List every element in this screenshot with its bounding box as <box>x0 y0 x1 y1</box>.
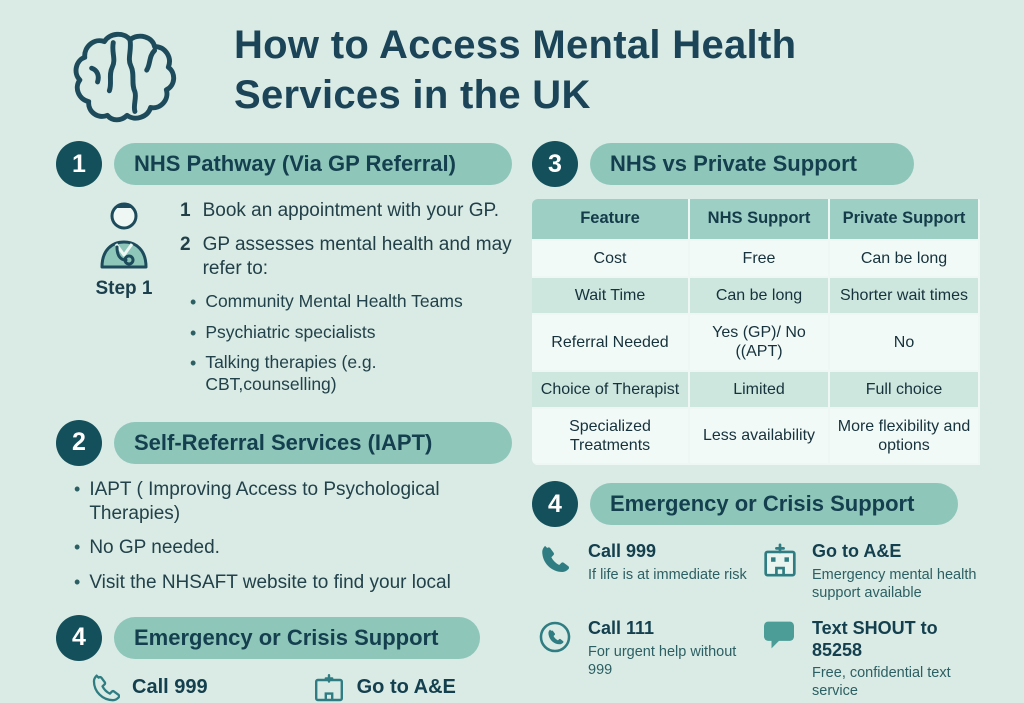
crisis-item-desc: Free, confidential text service <box>812 665 951 700</box>
crisis-item-label: Go to A&E <box>812 541 902 562</box>
table-cell: No <box>830 315 980 372</box>
table-cell: Yes (GP)/ No ((APT) <box>690 315 830 372</box>
list-item: Community Mental Health Teams <box>190 291 512 314</box>
table-cell: Can be long <box>830 240 980 278</box>
table-cell: Full choice <box>830 371 980 409</box>
doctor-icon <box>100 202 148 269</box>
hospital-icon <box>314 673 343 702</box>
crisis-item-desc: For urgent help without 999 <box>588 643 737 678</box>
table-cell: Wait Time <box>532 277 690 316</box>
section-number-badge: 3 <box>532 141 578 187</box>
section-title-pill: Emergency or Crisis Support <box>590 483 958 526</box>
emergency-item: Call 999 <box>90 673 208 703</box>
crisis-item-ae: Go to A&E Emergency mental health suppor… <box>762 541 984 602</box>
list-item: Visit the NHSAFT website to find your lo… <box>74 571 494 595</box>
table-header-cell: NHS Support <box>690 199 830 241</box>
section-title-pill: Self-Referral Services (IAPT) <box>114 421 512 464</box>
step-item: 2 GP assesses mental health and may refe… <box>180 233 512 282</box>
page-title-line1: How to Access Mental Health <box>234 23 797 67</box>
crisis-item-label: Call 111 <box>588 617 655 638</box>
step-number: 2 <box>180 233 191 255</box>
section-number-badge: 4 <box>532 481 578 528</box>
nhs-pathway-steps: 1 Book an appointment with your GP. 2 GP… <box>180 199 512 404</box>
crisis-item-text: Go to A&E Emergency mental health suppor… <box>812 541 984 602</box>
nhs-pathway-content: Step 1 1 Book an appointment with your G… <box>82 199 512 404</box>
section-emergency-left-header: 4 Emergency or Crisis Support <box>56 614 512 661</box>
table-header-cell: Private Support <box>830 199 980 241</box>
emergency-item-label: Call 999 <box>132 676 208 699</box>
step-label: Step 1 <box>95 278 153 299</box>
crisis-item-text: Call 111 For urgent help without 999 <box>588 618 756 700</box>
emergency-left-items: Call 999 Go to A&E <box>90 673 512 703</box>
phone-icon <box>92 674 120 702</box>
section-number-badge: 4 <box>56 614 102 661</box>
list-item: Talking therapies (e.g. CBT,counselling) <box>190 352 512 396</box>
table-cell: Shorter wait times <box>830 277 980 316</box>
content-columns: 1 NHS Pathway (Via GP Referral) Step 1 1 <box>0 133 1024 703</box>
page-title-line2: Services in the UK <box>234 73 591 117</box>
step-text: Book an appointment with your GP. <box>202 200 500 221</box>
hospital-icon <box>762 541 802 602</box>
table-cell: Can be long <box>690 277 830 316</box>
crisis-item-call-111: Call 111 For urgent help without 999 <box>538 618 756 700</box>
section-number-badge: 2 <box>56 419 102 466</box>
section-self-referral-header: 2 Self-Referral Services (IAPT) <box>56 419 512 466</box>
section-emergency-right-header: 4 Emergency or Crisis Support <box>532 481 984 528</box>
right-column: 3 NHS vs Private Support Feature NHS Sup… <box>532 141 984 703</box>
crisis-item-text: Text SHOUT to 85258 Free, confidential t… <box>812 618 984 700</box>
step-text: GP assesses mental health and may refer … <box>202 233 512 280</box>
section-title-pill: NHS vs Private Support <box>590 143 914 185</box>
left-column: 1 NHS Pathway (Via GP Referral) Step 1 1 <box>56 141 512 703</box>
brain-icon <box>70 20 188 133</box>
table-cell: Free <box>690 240 830 278</box>
step-number: 1 <box>180 200 191 221</box>
header: How to Access Mental Health Services in … <box>0 0 1024 133</box>
section-comparison-header: 3 NHS vs Private Support <box>532 141 984 187</box>
phone-circle-icon <box>538 618 578 700</box>
crisis-item-label: Text SHOUT to 85258 <box>812 617 938 660</box>
emergency-item-label: Go to A&E <box>356 676 456 699</box>
step-item: 1 Book an appointment with your GP. <box>180 199 512 224</box>
crisis-item-desc: Emergency mental health support availabl… <box>812 566 977 601</box>
section-title-pill: Emergency or Crisis Support <box>114 616 480 659</box>
table-cell: Cost <box>532 240 690 278</box>
table-cell: Specialized Treatments <box>532 408 690 466</box>
list-item: Psychiatric specialists <box>190 322 512 345</box>
section-number-badge: 1 <box>56 141 102 187</box>
doctor-column: Step 1 <box>82 199 166 404</box>
crisis-item-label: Call 999 <box>588 541 657 562</box>
emergency-item: Go to A&E <box>313 673 456 703</box>
self-referral-content: IAPT ( Improving Access to Psychological… <box>74 478 512 595</box>
table-cell: Limited <box>690 371 830 409</box>
crisis-item-desc: If life is at immediate risk <box>588 566 747 583</box>
referral-options: Community Mental Health Teams Psychiatri… <box>190 291 512 396</box>
list-item: IAPT ( Improving Access to Psychological… <box>74 478 494 526</box>
section-nhs-pathway-header: 1 NHS Pathway (Via GP Referral) <box>56 141 512 187</box>
table-cell: Less availability <box>690 408 830 466</box>
page-title: How to Access Mental Health Services in … <box>234 20 796 120</box>
crisis-item-text: Call 999 If life is at immediate risk <box>588 541 747 602</box>
table-cell: More flexibility and options <box>830 408 980 466</box>
list-item: No GP needed. <box>74 536 494 560</box>
crisis-support-grid: Call 999 If life is at immediate risk Go… <box>538 541 984 700</box>
crisis-item-text-shout: Text SHOUT to 85258 Free, confidential t… <box>762 618 984 700</box>
table-cell: Referral Needed <box>532 315 690 372</box>
speech-bubble-icon <box>762 618 802 700</box>
crisis-item-call-999: Call 999 If life is at immediate risk <box>538 541 756 602</box>
phone-icon <box>538 541 578 602</box>
section-title-pill: NHS Pathway (Via GP Referral) <box>114 143 512 185</box>
table-header-cell: Feature <box>532 199 690 241</box>
comparison-table: Feature NHS Support Private Support Cost… <box>532 199 984 466</box>
table-cell: Choice of Therapist <box>532 371 690 409</box>
